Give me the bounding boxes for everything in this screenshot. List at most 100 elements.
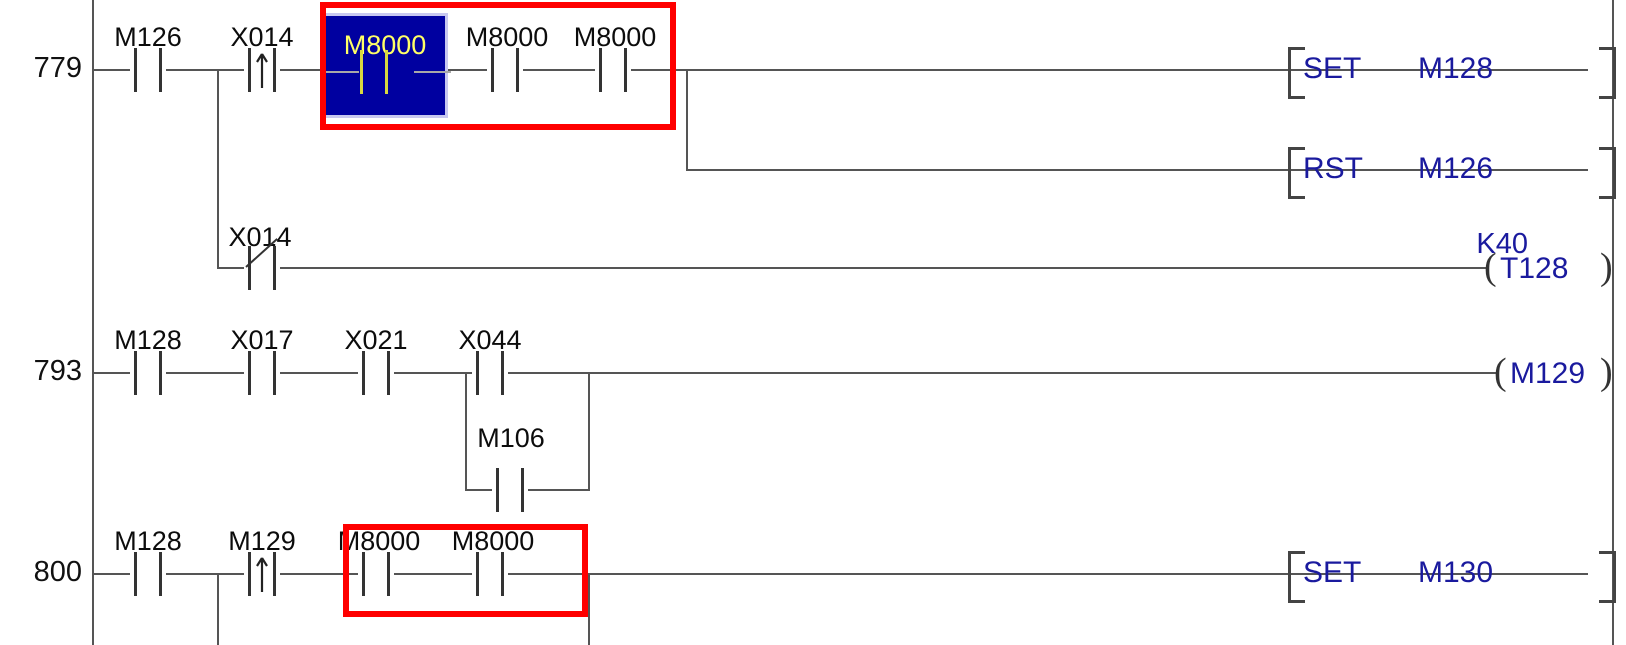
left-power-rail [92,0,94,645]
coil-paren-close-m129: ) [1600,351,1613,393]
contact-bar-right [387,351,390,395]
contact-label-m128-800: M128 [114,526,182,556]
contact-bar-left [362,552,365,596]
contact-x021-no[interactable] [358,351,394,395]
rung-800-wire-seg4 [394,573,472,575]
step-number-800: 800 [33,556,82,588]
set-bracket-open [1288,47,1305,99]
contact-bar-left [599,48,602,92]
rung-779-branch-wire-out [280,267,1486,269]
rst-bracket-open [1288,147,1305,199]
contact-x014-nc[interactable] [244,238,280,290]
contact-bar-right [273,48,276,92]
set-bracket-close [1599,47,1616,99]
contact-m8000-800-1-no[interactable] [358,552,394,596]
contact-bar-right [159,351,162,395]
step-number-793: 793 [33,355,82,387]
contact-label-m8000-800-1: M8000 [337,526,421,556]
rung-793-wire-seg1 [92,372,130,374]
set-bracket-close-800 [1599,551,1616,603]
contact-m129-rising-edge[interactable] [244,552,280,596]
contact-label-x021: X021 [344,325,408,355]
rung-779-wire-seg3 [280,69,322,71]
contact-label-m129-rising: M129 [228,526,296,556]
rung-793-wire-seg6 [588,372,1496,374]
rising-edge-arrow-icon [255,50,269,90]
contact-m106-no[interactable] [492,468,528,512]
contact-m126-no[interactable] [130,48,166,92]
contact-bar-left [496,468,499,512]
contact-label-m128-793: M128 [114,325,182,355]
operand-m126-rst[interactable]: M126 [1418,152,1494,185]
instruction-set-800[interactable]: SET [1303,556,1362,589]
rung-800-branch-down-wire [217,573,219,645]
coil-paren-open-m129: ( [1494,351,1507,393]
rung-779-wire-seg5 [523,69,595,71]
contact-bar-right [516,48,519,92]
rung-779-wire-seg6 [631,69,1588,71]
rung-793-parallel-wire-out [528,489,590,491]
contact-label-m8000-800-2: M8000 [451,526,535,556]
coil-paren-open-t128: ( [1484,246,1497,288]
contact-bar-right [385,50,388,94]
rung-779-rst-wire [686,169,1588,171]
operand-m128-set[interactable]: M128 [1418,52,1494,85]
contact-bar-left [362,351,365,395]
rung-779-branch-down-wire [217,69,219,269]
contact-bar-left [134,552,137,596]
rung-800-wire-seg2 [166,573,244,575]
selected-wire-left [325,71,359,73]
operand-m130-set[interactable]: M130 [1418,556,1494,589]
contact-label-x014-nc: X014 [228,222,292,252]
contact-m8000-3-no[interactable] [595,48,631,92]
instruction-set-779[interactable]: SET [1303,52,1362,85]
contact-x044-no[interactable] [472,351,508,395]
contact-label-x017: X017 [230,325,294,355]
rung-800-branch-down-wire-2 [588,573,590,645]
rung-793-wire-seg2 [166,372,244,374]
set-bracket-open-800 [1288,551,1305,603]
contact-bar-left [248,48,251,92]
contact-bar-right [159,552,162,596]
timer-preset-k40: K40 [1476,228,1528,260]
rung-800-wire-seg1 [92,573,130,575]
coil-m129[interactable]: M129 [1510,357,1586,390]
rung-793-wire-seg3 [280,372,358,374]
contact-m128-800-no[interactable] [130,552,166,596]
contact-label-m106: M106 [477,423,545,453]
rising-edge-arrow-icon [255,554,269,594]
instruction-rst-779[interactable]: RST [1303,152,1363,185]
contact-bar-right [159,48,162,92]
rung-793-wire-seg5 [508,372,588,374]
contact-m8000-selected[interactable]: M8000 [322,13,451,118]
contact-m8000-2-no[interactable] [487,48,523,92]
selected-wire-right [414,71,451,73]
contact-label-x044: X044 [458,325,522,355]
contact-bar-left [134,351,137,395]
contact-bar-left [476,552,479,596]
contact-x014-rising-edge[interactable] [244,48,280,92]
rung-779-output-branch-wire [686,69,688,170]
rung-779-wire-seg4 [447,69,487,71]
contact-bar-right [501,351,504,395]
contact-bar-right [273,552,276,596]
contact-bar-left [248,351,251,395]
rung-793-parallel-right-wire [588,372,590,490]
contact-m128-793-no[interactable] [130,351,166,395]
contact-m8000-800-2-no[interactable] [472,552,508,596]
contact-bar-right [501,552,504,596]
contact-bar-right [273,351,276,395]
rung-800-wire-seg5 [508,573,1588,575]
coil-t128[interactable]: T128 [1500,252,1569,285]
coil-paren-close-t128: ) [1600,246,1613,288]
rung-793-wire-seg4 [394,372,472,374]
rung-779-wire-seg2 [166,69,244,71]
contact-label-m126: M126 [114,22,182,52]
contact-x017-no[interactable] [244,351,280,395]
rung-779-branch-wire-in [217,267,244,269]
rung-779-main-wire [92,69,130,71]
right-power-rail [1612,0,1614,645]
step-number-779: 779 [33,52,82,84]
contact-label-x014-rising: X014 [230,22,294,52]
